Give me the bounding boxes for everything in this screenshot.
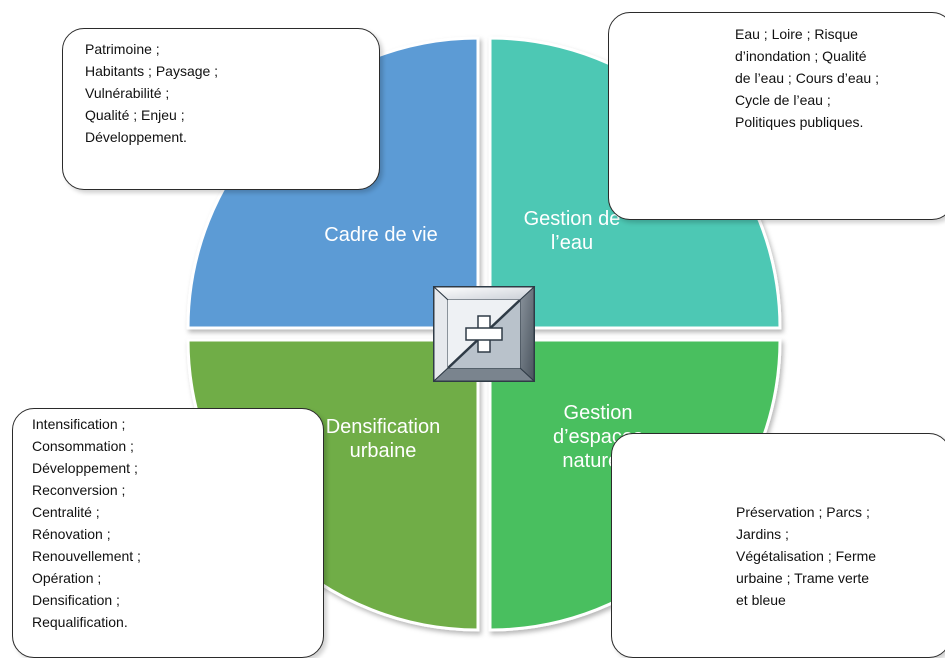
quadrant-label-densification-urbaine: Densification urbaine — [294, 415, 472, 463]
keyword-line: Cycle de l’eau ; — [735, 92, 831, 108]
keyword-line: urbaine ; Trame verte — [736, 570, 870, 586]
keyword-line: Centralité ; — [32, 504, 100, 520]
keyword-line: Développement ; — [32, 460, 138, 476]
keyword-line: Rénovation ; — [32, 526, 111, 542]
keyword-line: Eau ; Loire ; Risque — [735, 26, 858, 42]
keyword-line: Intensification ; — [32, 416, 126, 432]
keyword-line: Densification ; — [32, 592, 120, 608]
keyword-line: Développement. — [85, 129, 187, 145]
keyword-box-gestion-eau: Eau ; Loire ; Risque d’inondation ; Qual… — [608, 12, 945, 220]
quadrant-title-line: Densification — [325, 416, 441, 438]
keyword-line: Renouvellement ; — [32, 548, 141, 564]
quadrant-label-cadre-de-vie: Cadre de vie — [296, 223, 466, 247]
keyword-line: Politiques publiques. — [735, 114, 864, 130]
quadrant-title-line: Gestion de — [523, 208, 621, 230]
quadrant-title-line: urbaine — [349, 440, 417, 462]
keyword-line: Requalification. — [32, 614, 128, 630]
bevel-square-plus-icon — [432, 285, 536, 383]
keyword-line: et bleue — [736, 592, 786, 608]
keyword-box-densification-urbaine: Intensification ; Consommation ; Dévelop… — [12, 408, 324, 658]
keyword-line: de l’eau ; Cours d’eau ; — [735, 70, 879, 86]
keyword-line: Préservation ; Parcs ; — [736, 504, 870, 520]
keyword-line: Habitants ; Paysage ; — [85, 63, 219, 79]
keyword-line: Reconversion ; — [32, 482, 126, 498]
keyword-line: Consommation ; — [32, 438, 134, 454]
keyword-box-cadre-de-vie: Patrimoine ; Habitants ; Paysage ; Vulné… — [62, 28, 380, 190]
keyword-line: Opération ; — [32, 570, 102, 586]
quadrant-title-line: Gestion — [563, 402, 633, 424]
quadrant-label-gestion-eau: Gestion de l’eau — [500, 207, 644, 255]
keyword-line: Végétalisation ; Ferme — [736, 548, 877, 564]
quadrant-title-line: l’eau — [550, 232, 594, 254]
keyword-box-gestion-espaces-naturels: Préservation ; Parcs ; Jardins ; Végétal… — [611, 433, 945, 658]
keyword-line: Patrimoine ; — [85, 41, 160, 57]
keyword-line: Jardins ; — [736, 526, 789, 542]
keyword-line: d’inondation ; Qualité — [735, 48, 867, 64]
keyword-line: Qualité ; Enjeu ; — [85, 107, 185, 123]
keyword-line: Vulnérabilité ; — [85, 85, 170, 101]
quadrant-title-line: Cadre de vie — [324, 224, 438, 246]
